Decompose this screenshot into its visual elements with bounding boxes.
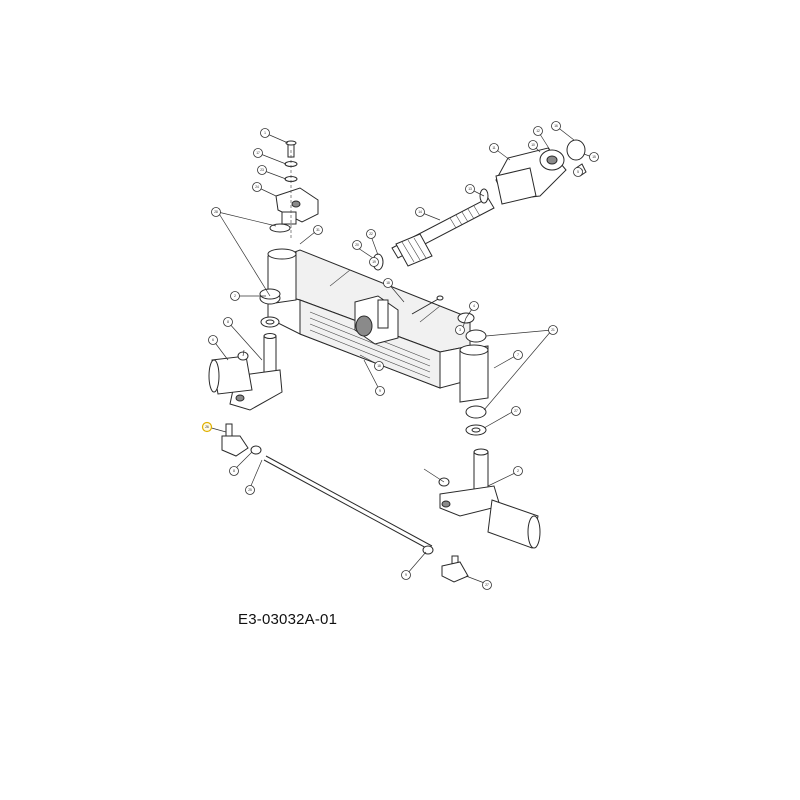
right-bushings (411, 295, 487, 436)
callout-label: 17 (256, 151, 260, 155)
callout-label: 27 (485, 583, 489, 587)
callout-label: 16 (554, 124, 558, 128)
left-spindle (208, 333, 283, 411)
callout-label: 19 (372, 260, 376, 264)
callout-label: 26 (205, 425, 209, 429)
steering-hub (495, 139, 587, 205)
callout-label: 2 (234, 294, 236, 298)
callout-18b: 18 (374, 361, 384, 371)
callout-26: 26 (201, 421, 213, 433)
callout-label: 31 (316, 228, 320, 232)
axle-beam (267, 248, 489, 403)
callout-9b: 9 (401, 570, 411, 580)
upper-left-bracket (269, 140, 319, 240)
callout-label: 2 (517, 469, 519, 473)
callout-label: 28 (214, 210, 218, 214)
callout-6: 6 (208, 335, 218, 345)
callout-28: 28 (211, 207, 221, 217)
callout-label: 20 (355, 243, 359, 247)
callout-25: 25 (245, 485, 255, 495)
callout-8b: 8 (229, 466, 239, 476)
callout-2a: 2 (230, 291, 240, 301)
callout-9a: 9 (375, 386, 385, 396)
callout-24: 24 (252, 182, 262, 192)
left-bushings (259, 288, 281, 328)
callout-4: 4 (469, 301, 479, 311)
callouts: 1 17 23 24 28 31 22 20 19 14 13 11 12 10… (201, 121, 599, 590)
callout-label: 9 (405, 573, 407, 577)
callout-12: 12 (533, 126, 543, 136)
callout-23: 23 (257, 165, 267, 175)
callout-label: 8 (233, 469, 235, 473)
callout-label: 1 (264, 131, 266, 135)
callout-label: 4 (473, 304, 475, 308)
callout-label: 15 (592, 155, 596, 159)
callout-label: 9 (379, 389, 381, 393)
callout-13: 13 (465, 184, 475, 194)
callout-19: 19 (369, 257, 379, 267)
callout-label: 23 (260, 168, 264, 172)
callout-16: 16 (551, 121, 561, 131)
callout-22: 22 (366, 229, 376, 239)
callout-2b: 2 (513, 466, 523, 476)
callout-label: 5 (577, 170, 579, 174)
callout-3: 3 (455, 325, 465, 335)
callout-18a: 18 (383, 278, 393, 288)
callout-label: 12 (536, 129, 540, 133)
right-spindle (438, 448, 541, 549)
drawing-code: E3-03032A-01 (238, 611, 338, 628)
callout-label: 24 (255, 185, 259, 189)
tie-rod (221, 423, 469, 583)
callout-label: 14 (418, 210, 422, 214)
callout-14: 14 (415, 207, 425, 217)
callout-label: 18 (377, 364, 381, 368)
callout-label: 25 (248, 488, 252, 492)
callout-20: 20 (352, 240, 362, 250)
callout-8a: 8 (223, 317, 233, 327)
callout-label: 27 (514, 409, 518, 413)
callout-label: 7 (517, 353, 519, 357)
callout-11: 11 (489, 143, 499, 153)
callout-5: 5 (573, 167, 583, 177)
callout-1: 1 (260, 128, 270, 138)
callout-7: 7 (513, 350, 523, 360)
callout-31: 31 (313, 225, 323, 235)
callout-label: 13 (468, 187, 472, 191)
callout-label: 18 (386, 281, 390, 285)
callout-17: 17 (253, 148, 263, 158)
callout-label: 10 (531, 143, 535, 147)
callout-10: 10 (528, 140, 538, 150)
callout-15: 15 (589, 152, 599, 162)
steering-shaft (372, 188, 495, 271)
callout-label: 11 (492, 146, 496, 150)
callout-label: 22 (369, 232, 373, 236)
callout-27b: 27 (482, 580, 492, 590)
callout-label: 3 (459, 328, 461, 332)
callout-21: 21 (548, 325, 558, 335)
callout-label: 6 (212, 338, 214, 342)
callout-27a: 27 (511, 406, 521, 416)
callout-label: 8 (227, 320, 229, 324)
callout-label: 21 (551, 328, 555, 332)
